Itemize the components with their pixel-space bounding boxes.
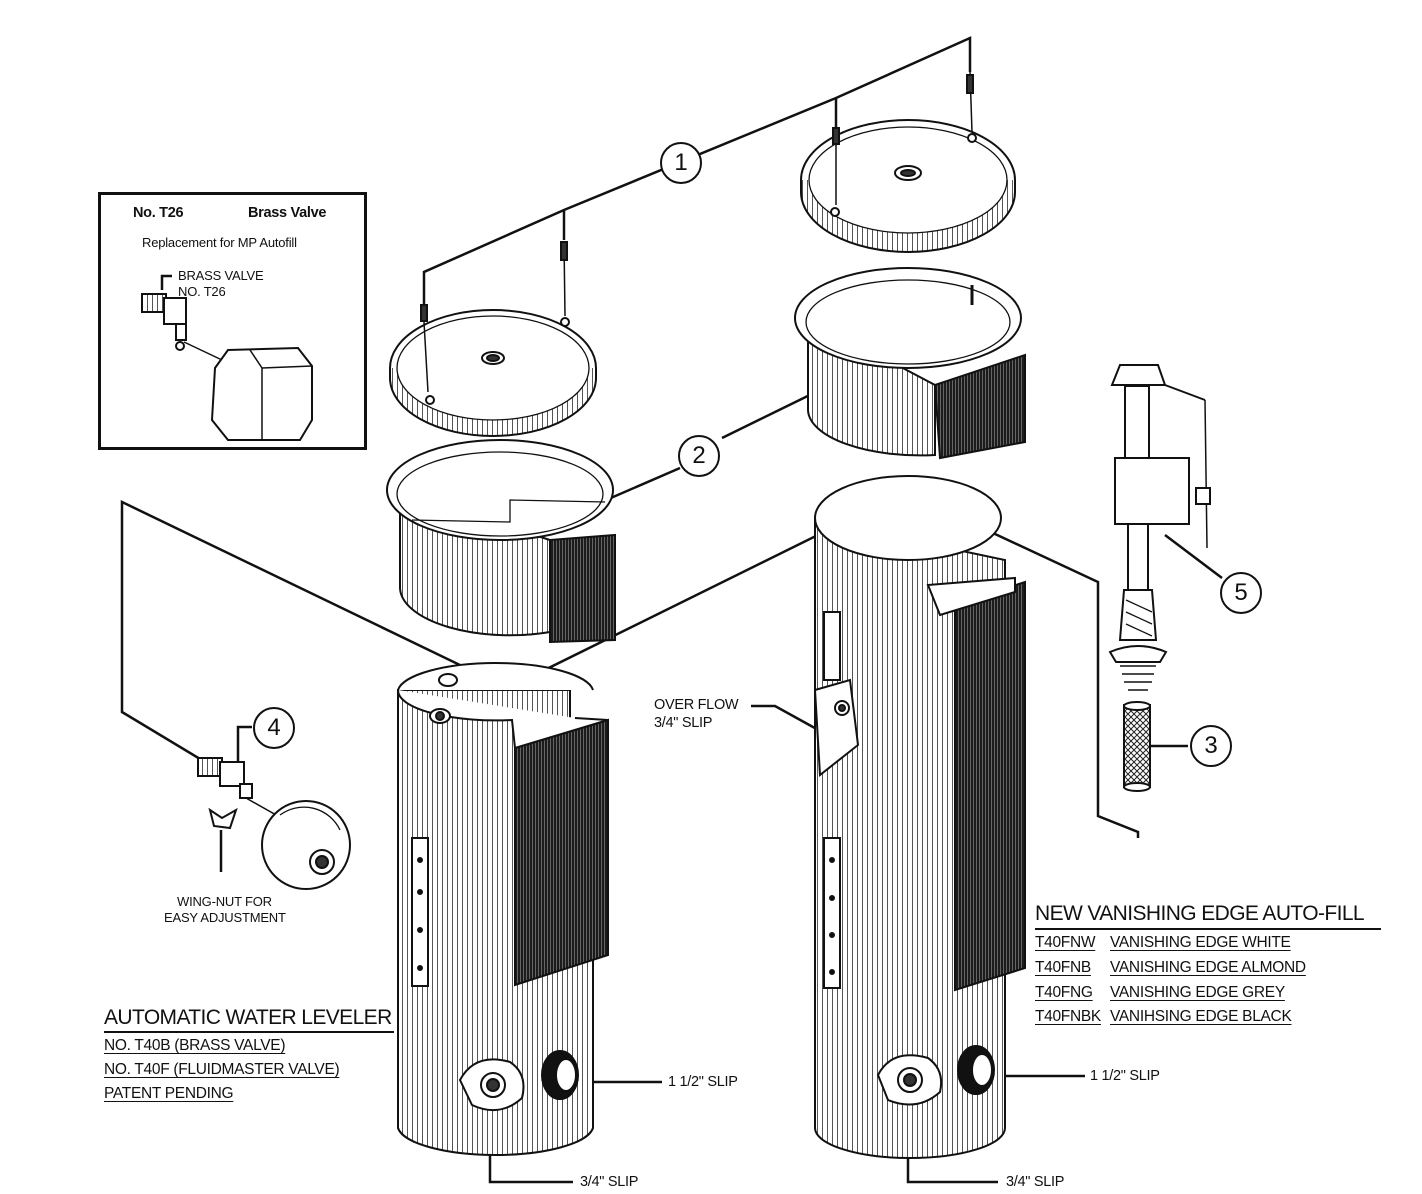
right-lid xyxy=(800,71,1016,253)
right-body-tube xyxy=(813,475,1026,1159)
leveler-line-2: NO. T40F (FLUIDMASTER VALVE) xyxy=(104,1061,340,1078)
vanishing-row-2: T40FNB VANISHING EDGE ALMOND xyxy=(1035,959,1306,977)
inset-product-name: Brass Valve xyxy=(248,205,327,221)
vanishing-row-4-code: T40FNBK xyxy=(1035,1008,1101,1025)
left-collar xyxy=(386,439,616,644)
vanishing-row-3-code: T40FNG xyxy=(1035,984,1093,1001)
vanishing-title: NEW VANISHING EDGE AUTO-FILL xyxy=(1035,902,1365,925)
vanishing-row-2-code: T40FNB xyxy=(1035,959,1091,976)
vanishing-row-4: T40FNBK VANIHSING EDGE BLACK xyxy=(1035,1008,1292,1026)
fill-valve-assembly xyxy=(1108,364,1211,792)
left-lid xyxy=(389,241,597,437)
slip-label-right: 1 1/2" SLIP xyxy=(1090,1068,1160,1084)
leveler-title-rule xyxy=(104,1031,394,1033)
overflow-label-line1: OVER FLOW xyxy=(654,697,739,713)
brass-valve-inset-box xyxy=(98,192,367,450)
vanishing-row-3-name: VANISHING EDGE GREY xyxy=(1110,984,1285,1001)
wing-nut-label-line2: EASY ADJUSTMENT xyxy=(164,910,286,925)
vanishing-row-4-name: VANIHSING EDGE BLACK xyxy=(1110,1008,1292,1025)
callout-5: 5 xyxy=(1220,572,1262,614)
leveler-line-3: PATENT PENDING xyxy=(104,1085,234,1102)
inset-part-number: No. T26 xyxy=(133,205,184,221)
right-collar xyxy=(794,267,1026,460)
bottom-slip-label-left: 3/4" SLIP xyxy=(580,1174,639,1190)
callout-3: 3 xyxy=(1190,725,1232,767)
wing-nut-float-valve xyxy=(197,757,351,890)
wing-nut-label-line1: WING-NUT FOR xyxy=(177,894,272,909)
overflow-label-line2: 3/4" SLIP xyxy=(654,715,713,731)
vanishing-row-1-code: T40FNW xyxy=(1035,934,1096,951)
callout-2: 2 xyxy=(678,435,720,477)
vanishing-row-2-name: VANISHING EDGE ALMOND xyxy=(1110,959,1306,976)
leveler-title: AUTOMATIC WATER LEVELER xyxy=(104,1006,392,1029)
left-body-tube xyxy=(396,662,609,1156)
vanishing-row-1-name: VANISHING EDGE WHITE xyxy=(1110,934,1291,951)
inset-subtitle: Replacement for MP Autofill xyxy=(142,235,297,250)
inset-callout-line2: NO. T26 xyxy=(178,284,226,299)
vanishing-row-3: T40FNG VANISHING EDGE GREY xyxy=(1035,984,1285,1002)
bottom-slip-label-right: 3/4" SLIP xyxy=(1006,1174,1065,1190)
slip-label-left: 1 1/2" SLIP xyxy=(668,1074,738,1090)
vanishing-title-rule xyxy=(1035,928,1381,930)
callout-4: 4 xyxy=(253,707,295,749)
vanishing-row-1: T40FNW VANISHING EDGE WHITE xyxy=(1035,934,1291,952)
inset-brass-valve-drawing xyxy=(141,293,313,441)
leveler-line-1: NO. T40B (BRASS VALVE) xyxy=(104,1037,286,1054)
inset-callout-line1: BRASS VALVE xyxy=(178,268,264,283)
callout-1: 1 xyxy=(660,142,702,184)
